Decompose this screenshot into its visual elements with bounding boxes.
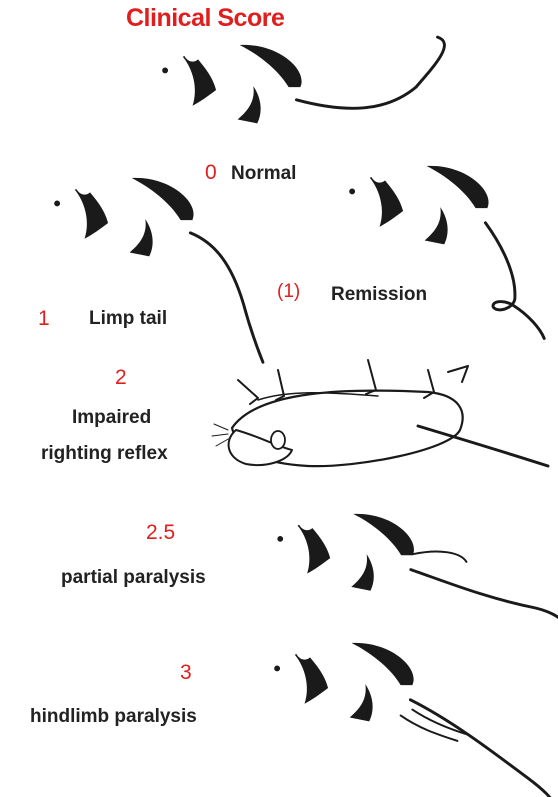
description-limp-tail: Limp tail: [89, 309, 167, 328]
score-normal: 0: [205, 162, 217, 183]
mouse-hindlimb-paralysis-icon: [233, 634, 555, 797]
score-partial-paralysis: 2.5: [146, 522, 175, 543]
description-normal: Normal: [231, 164, 296, 183]
mouse-remission-icon: [308, 157, 544, 338]
description-righting-reflex-line-2: righting reflex: [41, 444, 168, 463]
score-limp-tail: 1: [38, 308, 50, 329]
description-hindlimb-paralysis: hindlimb paralysis: [30, 707, 197, 726]
mouse-on-back-icon: [212, 360, 548, 466]
score-righting-reflex: 2: [115, 367, 127, 388]
score-remission: (1): [277, 282, 300, 301]
page-title: Clinical Score: [126, 6, 284, 31]
mouse-normal-icon: [121, 36, 444, 133]
description-righting-reflex-line-1: Impaired: [72, 408, 151, 427]
description-partial-paralysis: partial paralysis: [61, 568, 206, 587]
score-hindlimb-paralysis: 3: [180, 662, 192, 683]
mouse-limp-tail-icon: [13, 169, 263, 362]
description-remission: Remission: [331, 285, 427, 304]
mouse-partial-paralysis-icon: [237, 505, 558, 623]
